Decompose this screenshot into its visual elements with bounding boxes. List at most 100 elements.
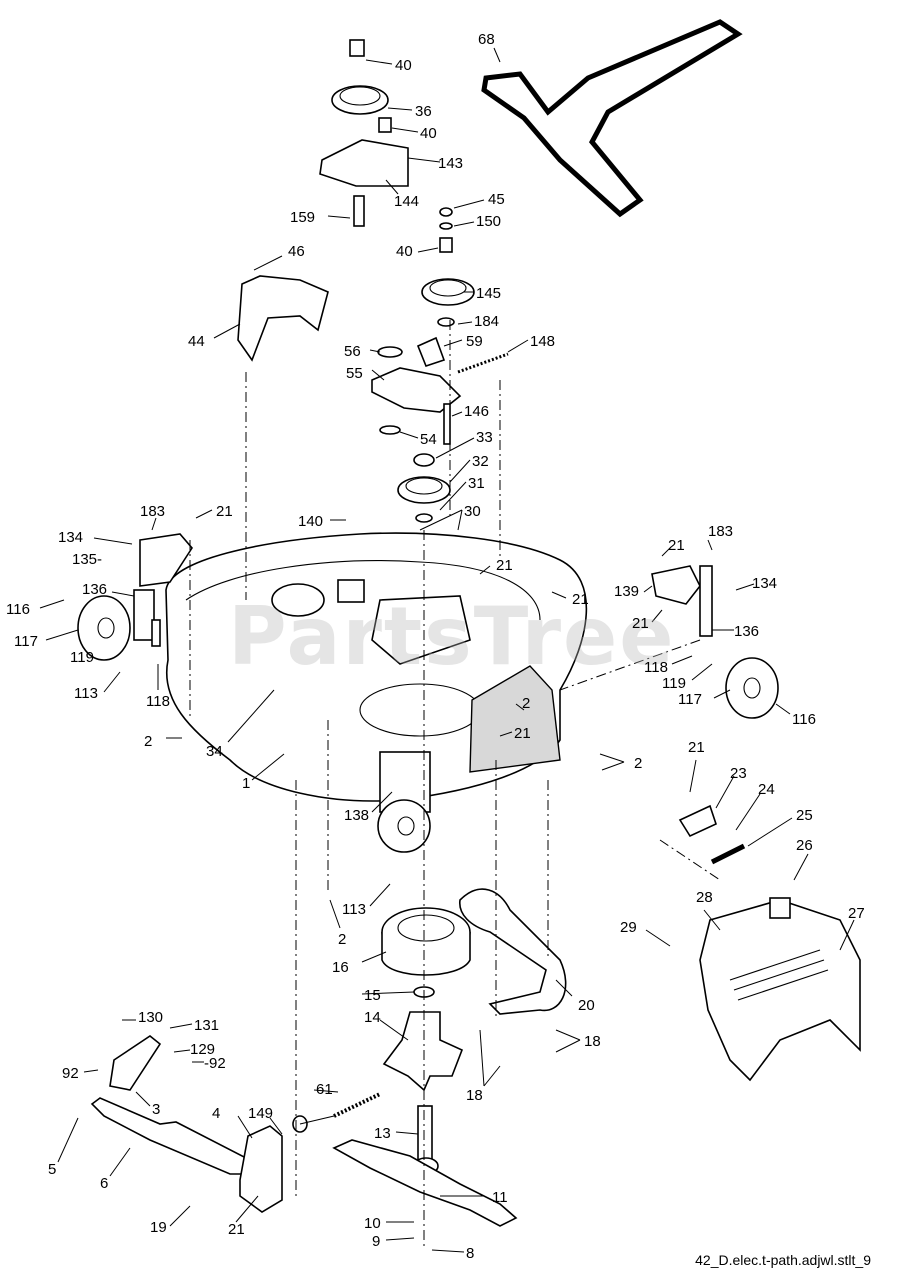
callout-61: 61: [316, 1081, 333, 1098]
callout-129: 129: [190, 1041, 216, 1058]
callout-184: 184: [474, 313, 500, 330]
watermark: PartsTree: [228, 590, 676, 683]
callout-59: 59: [466, 333, 483, 350]
callout-24: 24: [758, 781, 775, 798]
callout-117: 117: [678, 691, 702, 708]
callout-136: 136: [82, 581, 108, 598]
callout-25: 25: [796, 807, 813, 824]
callout-15: 15: [364, 987, 381, 1004]
callout-10: 10: [364, 1215, 381, 1232]
callout-28: 28: [696, 889, 713, 906]
callout-131: 131: [194, 1017, 220, 1034]
callout-144: 144: [394, 193, 420, 210]
callout-11: 11: [492, 1189, 508, 1206]
callout-2: 2: [634, 755, 643, 772]
callout-134: 134: [752, 575, 778, 592]
callout-29: 29: [620, 919, 637, 936]
callout-18: 18: [584, 1033, 601, 1050]
front-wheel-138: [377, 751, 431, 853]
callout-46: 46: [288, 243, 305, 260]
callout-113: 113: [342, 901, 366, 918]
callout-116: 116: [792, 711, 816, 728]
callout-16: 16: [332, 959, 349, 976]
callout-14: 14: [364, 1009, 381, 1026]
leader-lines: [39, 47, 855, 1253]
callout-9: 9: [372, 1233, 381, 1250]
callout-36: 36: [415, 103, 432, 120]
mower-deck-1: [165, 532, 588, 802]
pulley-stack-mid: [421, 207, 475, 327]
callout-2: 2: [144, 733, 153, 750]
callout-150: 150: [476, 213, 502, 230]
callout-6: 6: [100, 1175, 109, 1192]
callout-119: 119: [70, 649, 94, 666]
callout-20: 20: [578, 997, 595, 1014]
callout-113: 113: [74, 685, 98, 702]
callout-40: 40: [396, 243, 413, 260]
callout-56: 56: [344, 343, 361, 360]
callout-136: 136: [734, 623, 760, 640]
callout-21: 21: [668, 537, 685, 554]
callout-143: 143: [438, 155, 464, 172]
bracket-3: [109, 1035, 162, 1091]
callout-21: 21: [496, 557, 513, 574]
callout-18: 18: [466, 1087, 483, 1104]
callout-40: 40: [395, 57, 412, 74]
blade-11: [332, 1139, 518, 1227]
callout-118: 118: [146, 693, 170, 710]
callout-55: 55: [346, 365, 363, 382]
diagram-footer-code: 42_D.elec.t-path.adjwl.stlt_9: [695, 1252, 871, 1268]
callout-54: 54: [420, 431, 437, 448]
callout-117: 117: [14, 633, 38, 650]
callout-33: 33: [476, 429, 493, 446]
deflector-27: [699, 897, 861, 1082]
callout-40: 40: [420, 125, 437, 142]
callout-148: 148: [530, 333, 556, 350]
callout-27: 27: [848, 905, 865, 922]
guide-arm-20: [459, 888, 567, 1015]
callout-26: 26: [796, 837, 813, 854]
hinge-23: [678, 804, 746, 865]
spindle-14: [382, 986, 464, 1175]
callout-140: 140: [298, 513, 324, 530]
callout-139: 139: [614, 583, 640, 600]
callout-31: 31: [468, 475, 485, 492]
callout-116: 116: [6, 601, 30, 618]
callout-34: 34: [206, 743, 223, 760]
callout-2: 2: [522, 695, 531, 712]
spring-61: [292, 1092, 381, 1133]
callout-21: 21: [514, 725, 531, 742]
lever-arm-6: [90, 1097, 251, 1175]
assembly-lines: [189, 320, 721, 1250]
callout-45: 45: [488, 191, 505, 208]
callout-23: 23: [730, 765, 747, 782]
callout-159: 159: [290, 209, 316, 226]
belt-guard-44: [237, 275, 329, 362]
callout-68: 68: [478, 31, 495, 48]
callout-183: 183: [708, 523, 734, 540]
callout-135: 135-: [72, 551, 103, 568]
center-pulley: [397, 453, 451, 523]
callout-44: 44: [188, 333, 205, 350]
callout-21: 21: [216, 503, 233, 520]
callout-5: 5: [48, 1161, 57, 1178]
callout-130: 130: [138, 1009, 164, 1026]
callout-4: 4: [212, 1105, 221, 1122]
idler-arm-55: [371, 336, 509, 445]
callout-3: 3: [152, 1101, 161, 1118]
callout-92: -92: [204, 1055, 226, 1072]
callout-149: 149: [248, 1105, 274, 1122]
callout-134: 134: [58, 529, 84, 546]
callout-145: 145: [476, 285, 502, 302]
callout-8: 8: [466, 1245, 475, 1262]
callout-2: 2: [338, 931, 347, 948]
callout-138: 138: [344, 807, 370, 824]
right-wheel-assembly: [651, 565, 779, 719]
callout-21: 21: [688, 739, 705, 756]
callout-30: 30: [464, 503, 481, 520]
bracket-4: [239, 1125, 283, 1213]
callout-32: 32: [472, 453, 489, 470]
callout-118: 118: [644, 659, 668, 676]
